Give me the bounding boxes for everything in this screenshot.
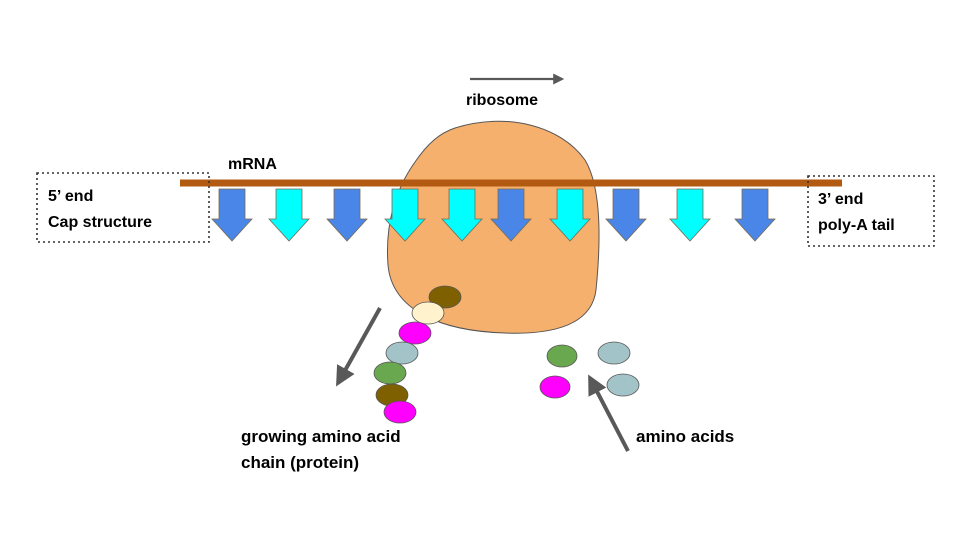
codon-arrow-cyan	[549, 188, 591, 242]
five-prime-label: 5’ end	[48, 188, 93, 205]
amino-acid	[597, 341, 631, 365]
mrna-label: mRNA	[228, 156, 277, 173]
chain-bead	[428, 285, 462, 309]
codon-arrow-cyan	[669, 188, 711, 242]
three-prime-label: 3’ end	[818, 191, 863, 208]
chain-bead	[411, 301, 445, 325]
chain-label-line2: chain (protein)	[241, 453, 359, 472]
chain-bead	[383, 400, 417, 424]
ribosome-label: ribosome	[466, 92, 538, 109]
growing-chain	[373, 285, 462, 424]
chain-label-line1: growing amino acid	[241, 427, 401, 446]
cap-structure-label: Cap structure	[48, 214, 152, 231]
codon-arrow-blue	[734, 188, 776, 242]
chain-bead	[385, 341, 419, 365]
amino-acid	[546, 344, 578, 368]
amino-acid-entry-arrow	[588, 374, 630, 452]
chain-bead	[373, 361, 407, 385]
codon-arrows	[211, 188, 776, 242]
amino-acid	[606, 373, 640, 397]
chain-bead	[398, 321, 432, 345]
codon-arrow-blue	[490, 188, 532, 242]
free-amino-acids	[539, 341, 640, 399]
chain-exit-arrow	[336, 307, 382, 387]
poly-a-tail-label: poly-A tail	[818, 217, 895, 234]
codon-arrow-cyan	[268, 188, 310, 242]
codon-arrow-cyan	[384, 188, 426, 242]
amino-acid	[539, 375, 571, 399]
codon-arrow-blue	[211, 188, 253, 242]
three-prime-box	[807, 175, 935, 247]
amino-acids-label: amino acids	[636, 427, 734, 446]
codon-arrow-cyan	[441, 188, 483, 242]
five-prime-box	[36, 172, 210, 243]
codon-arrow-blue	[605, 188, 647, 242]
codon-arrow-blue	[326, 188, 368, 242]
